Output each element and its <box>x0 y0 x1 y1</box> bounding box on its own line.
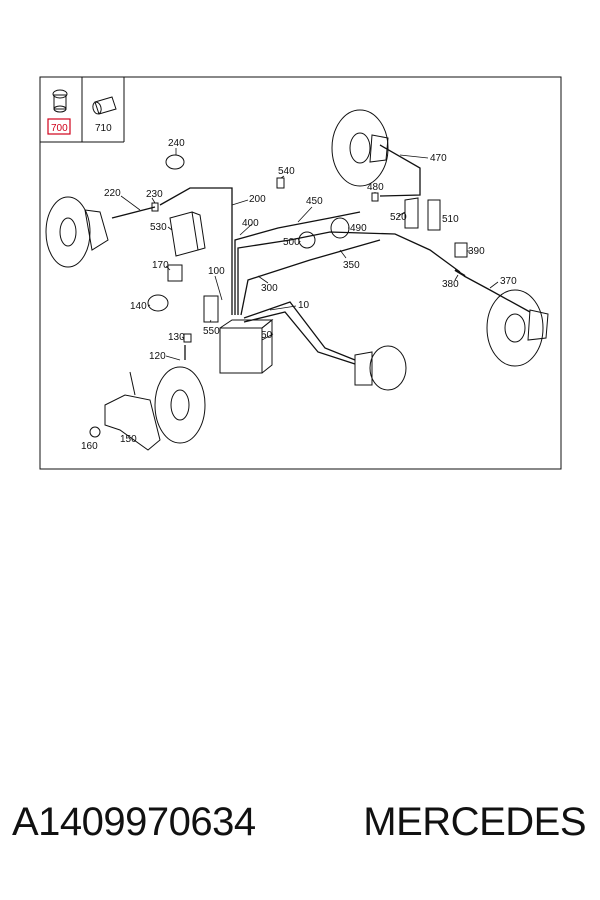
callout-480: 480 <box>367 182 384 193</box>
rear-right-brake-disc-icon <box>331 109 389 187</box>
rear-left-brake-disc-icon <box>486 289 549 367</box>
legend-box <box>40 77 125 143</box>
callout-300: 300 <box>261 283 278 294</box>
callout-230: 230 <box>146 189 163 200</box>
callout-520: 520 <box>390 212 407 223</box>
grommet-140-icon <box>147 294 169 312</box>
callout-170: 170 <box>152 260 169 271</box>
clip-540-icon <box>276 177 285 189</box>
callout-370: 370 <box>500 276 517 287</box>
part-500-icon <box>298 231 316 249</box>
callout-350: 350 <box>343 260 360 271</box>
brake-booster-icon <box>354 345 407 391</box>
front-right-brake-disc-icon <box>154 366 206 444</box>
callout-400: 400 <box>242 218 259 229</box>
callout-500: 500 <box>283 237 300 248</box>
footer-caption: A1409970634 MERCEDES <box>0 800 600 870</box>
highlight-box <box>47 118 71 135</box>
abs-unit-icon <box>219 318 274 374</box>
callout-390: 390 <box>468 246 485 257</box>
part-700-icon <box>52 89 68 113</box>
callout-550: 550 <box>203 326 220 337</box>
part-390-icon <box>454 242 468 258</box>
part-510-icon <box>427 199 441 231</box>
part-130-icon <box>183 333 192 343</box>
brake-pedal-assembly-icon <box>89 371 161 451</box>
diagram-frame <box>39 76 562 470</box>
grommet-240-icon <box>165 154 185 170</box>
control-unit-530-icon <box>169 211 206 257</box>
callout-130: 130 <box>168 332 185 343</box>
callout-labels: 240 220 230 200 530 540 450 480 470 520 … <box>81 138 517 452</box>
callout-540: 540 <box>278 166 295 177</box>
callout-100: 100 <box>208 266 225 277</box>
part-490-icon <box>330 217 350 239</box>
callout-530: 530 <box>150 222 167 233</box>
part-number: A1409970634 <box>12 800 256 844</box>
part-520-icon <box>404 197 419 229</box>
sensor-170-icon <box>167 264 183 282</box>
callout-50: 50 <box>261 330 273 341</box>
front-left-brake-disc-icon <box>45 196 109 268</box>
callout-510: 510 <box>442 214 459 225</box>
clip-480-icon <box>371 192 379 202</box>
brake-system-exploded-diagram: 700 710 <box>39 76 562 470</box>
callout-10: 10 <box>298 300 310 311</box>
part-710-icon <box>92 96 117 115</box>
brand-name: MERCEDES <box>363 800 586 844</box>
callout-200: 200 <box>249 194 266 205</box>
callout-380: 380 <box>442 279 459 290</box>
callout-470: 470 <box>430 153 447 164</box>
callout-240: 240 <box>168 138 185 149</box>
callout-140: 140 <box>130 301 147 312</box>
callout-160: 160 <box>81 441 98 452</box>
legend-label-700: 700 <box>51 123 68 134</box>
callout-490: 490 <box>350 223 367 234</box>
relay-550-icon <box>203 295 219 323</box>
callout-150: 150 <box>120 434 137 445</box>
clip-380-icon <box>454 269 466 277</box>
legend-label-710: 710 <box>95 123 112 134</box>
leader-lines <box>120 148 499 361</box>
callout-120: 120 <box>149 351 166 362</box>
callout-220: 220 <box>104 188 121 199</box>
brake-lines <box>111 144 531 365</box>
callout-450: 450 <box>306 196 323 207</box>
